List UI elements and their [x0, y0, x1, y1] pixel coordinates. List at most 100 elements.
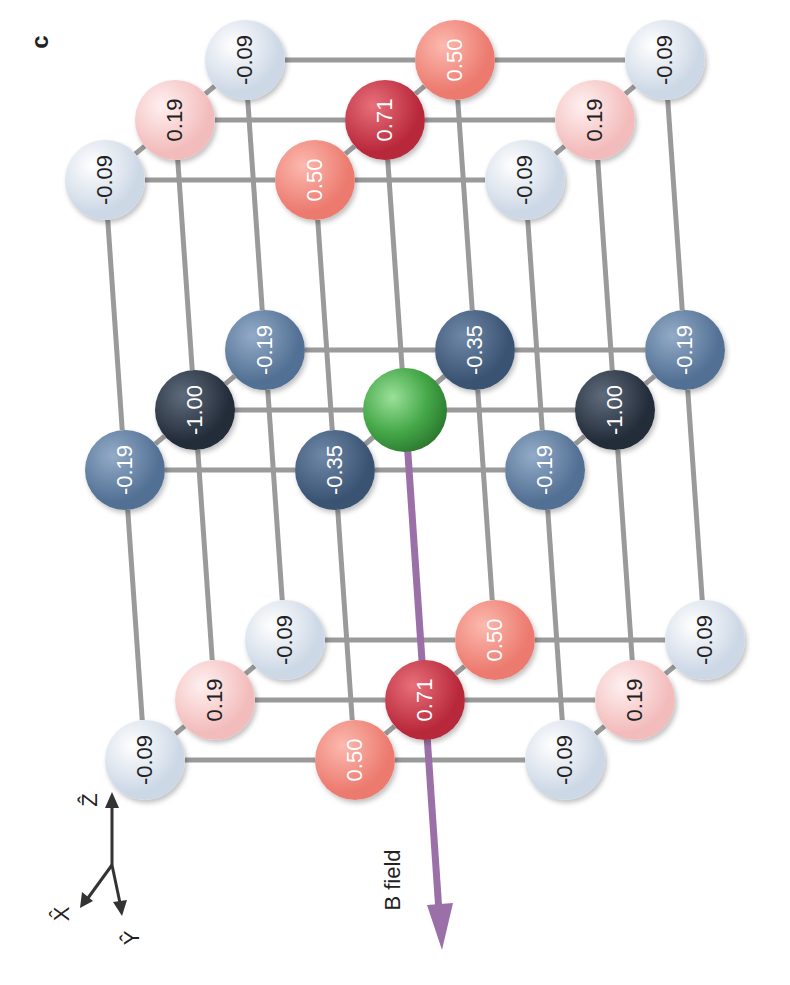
bond — [185, 760, 315, 761]
atom-sphere: 0.71 — [385, 660, 465, 740]
atom-sphere: -0.35 — [435, 310, 515, 390]
bond — [465, 700, 595, 701]
bond — [248, 100, 262, 310]
bond — [198, 450, 212, 660]
atom-sphere: -0.09 — [525, 720, 605, 800]
spin-value: -0.35 — [462, 325, 488, 375]
field-label: B field — [380, 849, 406, 910]
center-atom — [363, 368, 447, 452]
atom-sphere: -0.09 — [205, 20, 285, 100]
atom-sphere: -0.19 — [505, 430, 585, 510]
atom-sphere: -0.19 — [645, 310, 725, 390]
bond — [205, 86, 214, 94]
atom-sphere: -0.09 — [245, 600, 325, 680]
atom-sphere: -0.09 — [485, 140, 565, 220]
atom-sphere: -1.00 — [575, 370, 655, 450]
bond — [555, 146, 564, 154]
bond — [455, 666, 464, 674]
bond — [225, 376, 234, 384]
panel-label: c — [26, 35, 54, 48]
bond — [175, 726, 184, 734]
spin-value: 0.50 — [302, 159, 328, 202]
bond — [645, 376, 654, 384]
atom-sphere: -0.09 — [105, 720, 185, 800]
axis-label: X̂ — [49, 907, 75, 922]
spin-value: -0.19 — [672, 325, 698, 375]
center-bonds — [195, 120, 615, 700]
spin-value: 0.19 — [582, 99, 608, 142]
atom-sphere: -0.19 — [225, 310, 305, 390]
spin-value: -0.09 — [92, 155, 118, 205]
spin-value: -1.00 — [182, 385, 208, 435]
bond — [155, 436, 164, 444]
spin-value: -0.19 — [112, 445, 138, 495]
bond — [245, 666, 254, 674]
bond — [425, 120, 555, 121]
bond — [575, 436, 584, 444]
bond — [665, 666, 674, 674]
bond — [285, 60, 415, 61]
spin-value: 0.71 — [412, 679, 438, 722]
bond — [268, 390, 282, 600]
bond — [595, 726, 604, 734]
bond — [255, 700, 385, 701]
spin-value: -0.19 — [252, 325, 278, 375]
bond — [478, 390, 492, 600]
bond — [528, 220, 542, 430]
spin-value: -0.09 — [272, 615, 298, 665]
atom-sphere: 0.50 — [275, 140, 355, 220]
axis-label: Ŷ — [119, 931, 145, 946]
spin-value: 0.50 — [482, 619, 508, 662]
bond — [108, 220, 122, 430]
bond — [688, 390, 702, 600]
bond — [345, 146, 354, 154]
axis-label: Ẑ — [77, 793, 103, 806]
spin-value: 0.71 — [372, 99, 398, 142]
atom-sphere: 0.19 — [135, 80, 215, 160]
spin-value: -0.09 — [652, 35, 678, 85]
atom-sphere: 0.50 — [455, 600, 535, 680]
axis-triad — [80, 792, 127, 916]
spin-value: -0.09 — [692, 615, 718, 665]
spin-value: -0.09 — [132, 735, 158, 785]
spin-value: 0.19 — [162, 99, 188, 142]
spin-value: 0.50 — [442, 39, 468, 82]
bond — [318, 220, 332, 430]
atom-sphere: -0.09 — [625, 20, 705, 100]
atom-sphere: -0.35 — [295, 430, 375, 510]
atom-sphere: -0.09 — [665, 600, 745, 680]
spin-value: 0.19 — [202, 679, 228, 722]
atom-sphere: -0.09 — [65, 140, 145, 220]
atom-sphere: 0.50 — [315, 720, 395, 800]
atom-sphere: 0.50 — [415, 20, 495, 100]
spin-value: -1.00 — [602, 385, 628, 435]
bond — [598, 160, 612, 370]
bond — [458, 100, 472, 310]
bond — [385, 726, 394, 734]
atom-sphere: 0.19 — [595, 660, 675, 740]
spin-value: 0.19 — [622, 679, 648, 722]
spin-value: -0.35 — [322, 445, 348, 495]
atom-sphere: 0.19 — [555, 80, 635, 160]
bond — [548, 510, 562, 720]
bond — [618, 450, 632, 660]
spin-value: 0.50 — [342, 739, 368, 782]
atom-sphere: 0.71 — [345, 80, 425, 160]
atom-sphere: 0.19 — [175, 660, 255, 740]
spin-value: -0.09 — [232, 35, 258, 85]
spin-value: -0.09 — [512, 155, 538, 205]
bond — [625, 86, 634, 94]
atom-sphere: -0.19 — [85, 430, 165, 510]
spin-value: -0.19 — [532, 445, 558, 495]
bond — [215, 120, 345, 121]
atom-sphere: -1.00 — [155, 370, 235, 450]
bond — [135, 146, 144, 154]
bond — [668, 100, 682, 310]
bond — [338, 510, 352, 720]
bond — [178, 160, 192, 370]
bond — [395, 760, 525, 761]
spin-value: -0.09 — [552, 735, 578, 785]
bond — [415, 86, 424, 94]
bond — [495, 60, 625, 61]
bond — [128, 510, 142, 720]
